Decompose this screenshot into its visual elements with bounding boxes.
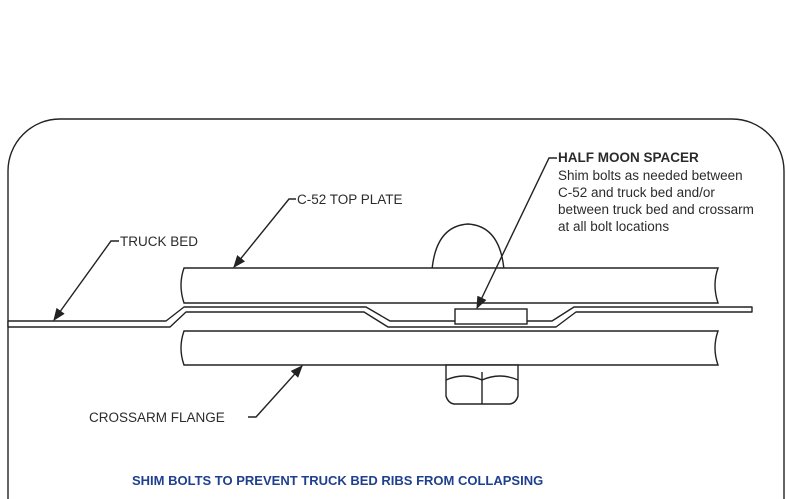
half-moon-title: HALF MOON SPACER <box>558 150 699 165</box>
diagram-caption: SHIM BOLTS TO PREVENT TRUCK BED RIBS FRO… <box>132 473 543 488</box>
crossarm-leader <box>248 365 303 418</box>
half-moon-note-line-1: Shim bolts as needed between <box>558 168 743 183</box>
bolt-nut-chamfer-right <box>481 375 519 381</box>
crossarm-flange <box>180 330 719 366</box>
half-moon-note-line-2: C-52 and truck bed and/or <box>558 185 715 200</box>
half-moon-spacer <box>454 308 528 325</box>
drawing-frame <box>7 118 785 499</box>
half-moon-note-line-4: at all bolt locations <box>558 219 669 234</box>
truck-bed-leader <box>53 240 119 322</box>
truck-bed-label: TRUCK BED <box>120 234 198 249</box>
half-moon-note-line-3: between truck bed and crossarm <box>558 202 754 217</box>
top-plate-label: C-52 TOP PLATE <box>297 192 403 207</box>
section-view <box>7 223 753 405</box>
bolt-nut-chamfer-left <box>445 375 483 381</box>
half-moon-dome <box>431 223 505 271</box>
half-moon-leader <box>476 157 557 310</box>
truck-bed <box>7 306 753 328</box>
top-plate <box>180 267 719 304</box>
crossarm-label: CROSSARM FLANGE <box>89 410 225 425</box>
top-plate-leader <box>233 198 296 268</box>
